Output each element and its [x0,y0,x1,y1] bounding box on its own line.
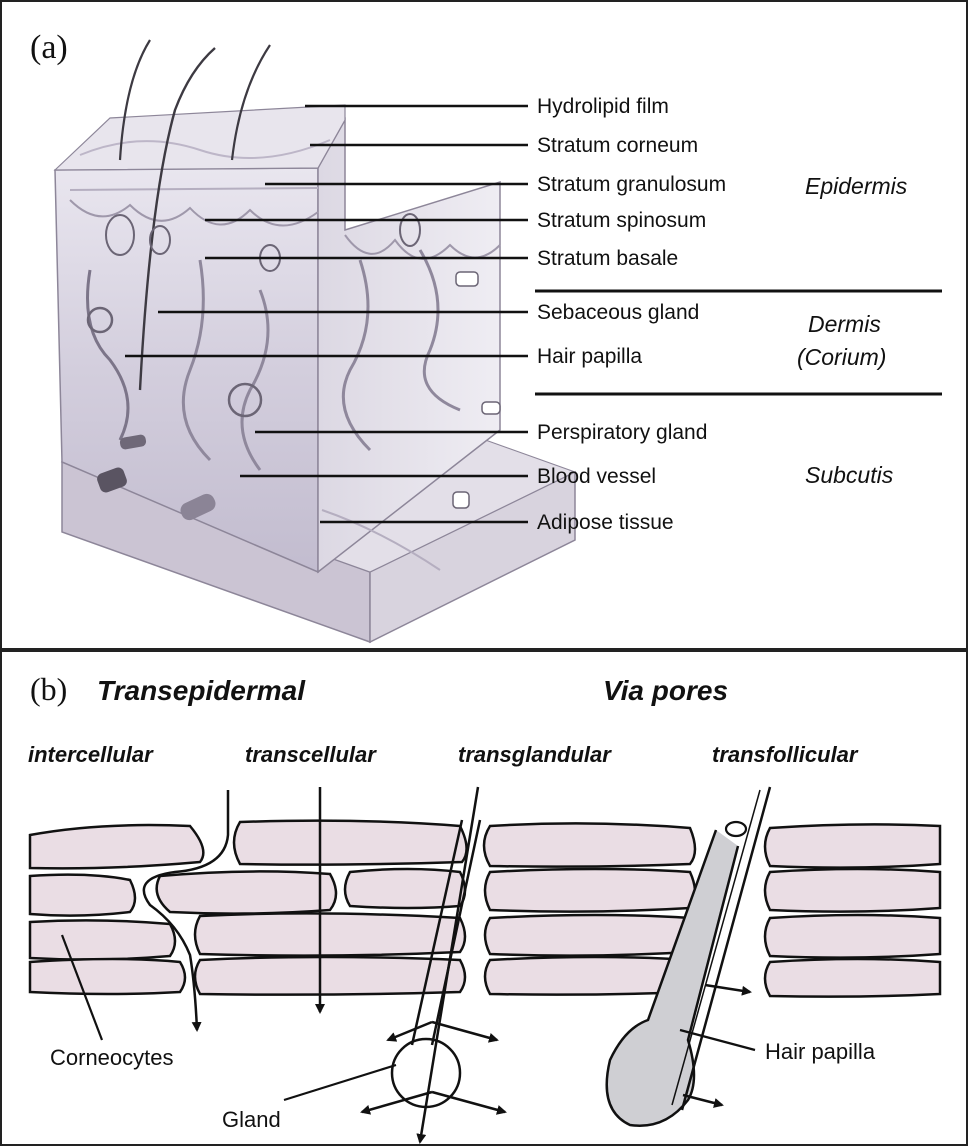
region-label-group: Epidermis Dermis (Corium) Subcutis [797,173,908,488]
region-epidermis: Epidermis [805,173,908,199]
region-dermis: Dermis [808,311,881,337]
panel-a-tag: (a) [30,29,68,66]
route-intercellular: intercellular [28,742,154,767]
pore-opening [726,822,746,836]
heading-via-pores: Via pores [603,675,728,706]
heading-transepidermal: Transepidermal [97,675,306,706]
route-labels: intercellular transcellular transglandul… [28,742,859,767]
label-stratum-spinosum: Stratum spinosum [537,209,706,232]
label-hair-papilla-b: Hair papilla [765,1039,876,1064]
region-corium: (Corium) [797,344,886,370]
label-hair-papilla: Hair papilla [537,345,642,368]
label-corneocytes: Corneocytes [50,1045,174,1070]
route-transglandular: transglandular [458,742,612,767]
label-gland: Gland [222,1107,281,1132]
label-blood-vessel: Blood vessel [537,465,656,488]
panel-b-tag: (b) [30,671,67,707]
route-transcellular: transcellular [245,742,377,767]
label-sebaceous-gland: Sebaceous gland [537,301,699,324]
label-stratum-basale: Stratum basale [537,247,678,270]
route-transfollicular: transfollicular [712,742,859,767]
region-subcutis: Subcutis [805,462,894,488]
panel-b-annotations: Corneocytes Gland Hair papilla [50,1039,876,1132]
label-hydrolipid-film: Hydrolipid film [537,95,669,118]
label-stratum-granulosum: Stratum granulosum [537,173,726,196]
label-stratum-corneum: Stratum corneum [537,134,698,157]
label-adipose-tissue: Adipose tissue [537,511,674,534]
label-perspiratory-gland: Perspiratory gland [537,421,707,444]
skin-block-illustration [55,40,575,642]
layer-label-group: Hydrolipid film Stratum corneum Stratum … [537,95,726,534]
corneocyte-layer [30,821,940,997]
